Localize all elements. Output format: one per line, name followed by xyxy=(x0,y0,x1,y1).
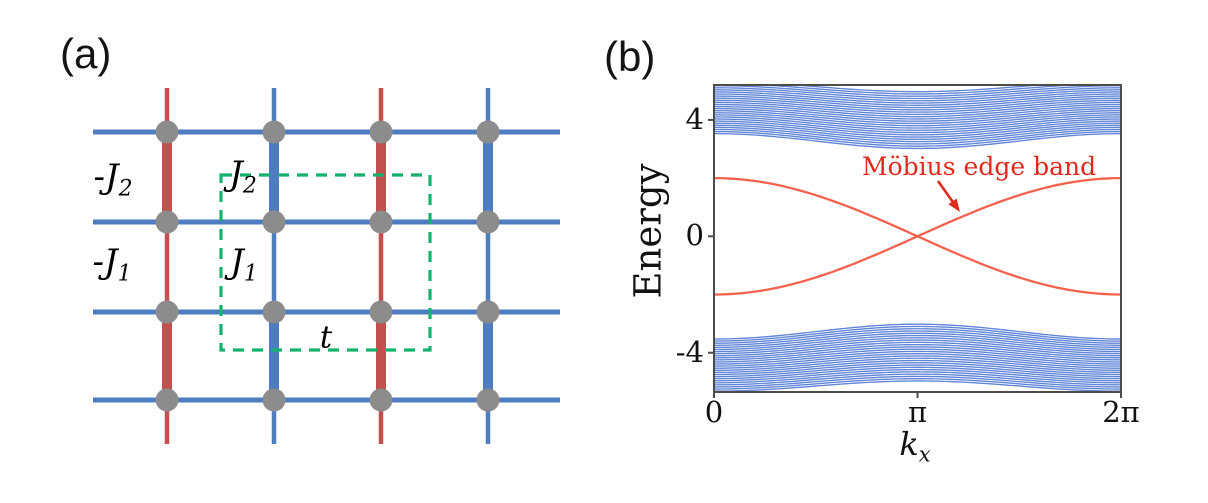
bulk-band-line xyxy=(714,85,1121,97)
coupling-label-J2: J2 xyxy=(229,154,257,199)
bulk-band-line xyxy=(714,89,1121,102)
y-tick-label-0: 0 xyxy=(685,218,704,253)
lattice-site-node xyxy=(155,300,179,324)
plot-frame xyxy=(713,84,1122,393)
lattice-site-node xyxy=(476,120,500,144)
bulk-band-line xyxy=(714,371,1121,384)
lattice-site-node xyxy=(262,210,286,234)
bulk-band-line xyxy=(714,353,1121,367)
bulk-band-line xyxy=(714,334,1121,351)
bulk-band-line xyxy=(714,114,1121,129)
lattice-site-node xyxy=(369,210,393,234)
bulk-band-line xyxy=(714,112,1121,127)
kx-axis-label: kx xyxy=(899,425,930,466)
bulk-band-line xyxy=(714,120,1121,136)
lattice-site-node xyxy=(262,300,286,324)
bulk-band-line xyxy=(714,328,1121,344)
annotation-arrow-head xyxy=(948,198,960,212)
bulk-band-line xyxy=(714,132,1121,150)
mobius-edge-band-ascending xyxy=(714,176,1121,296)
bulk-band-line xyxy=(714,346,1121,361)
bulk-band-line xyxy=(714,103,1121,118)
lattice-site-node xyxy=(369,300,393,324)
lattice-site-node xyxy=(262,388,286,412)
coupling-label-mJ1: -J1 xyxy=(92,242,132,287)
y-tick-label-4: 4 xyxy=(685,101,704,136)
bulk-band-line xyxy=(785,85,1050,93)
bulk-band-line xyxy=(714,355,1121,369)
panel-b-label: (b) xyxy=(604,33,656,80)
bulk-band-line xyxy=(714,330,1121,346)
bulk-band-line xyxy=(714,325,1121,342)
lattice-site-node xyxy=(476,210,500,234)
bulk-band-line xyxy=(714,368,1121,382)
bulk-band-line xyxy=(714,87,1121,100)
lattice-site-node xyxy=(369,388,393,412)
lattice-site-node xyxy=(369,120,393,144)
coupling-label-mJ2: -J2 xyxy=(93,157,133,202)
bulk-band-line xyxy=(714,107,1121,122)
bulk-band-line xyxy=(714,357,1121,371)
bulk-band-line xyxy=(714,99,1121,113)
coupling-label-J1: J1 xyxy=(230,242,258,287)
bulk-band-line xyxy=(714,126,1121,143)
bulk-band-line xyxy=(714,93,1121,106)
panel-a-label: (a) xyxy=(60,30,112,77)
coupling-label-t: t xyxy=(319,319,333,356)
bulk-band-line xyxy=(714,373,1121,386)
bulk-band-line xyxy=(714,377,1121,390)
bulk-band-line xyxy=(714,359,1121,374)
bulk-band-line xyxy=(714,337,1121,353)
lattice-site-node xyxy=(155,388,179,412)
lattice-site-node xyxy=(155,210,179,234)
x-tick-label-π: π xyxy=(907,395,928,429)
lattice-site-node xyxy=(476,300,500,324)
bulk-band-line xyxy=(714,341,1121,357)
kx-subscript: x xyxy=(918,442,931,467)
bulk-band-line xyxy=(714,105,1121,120)
band-structure-plot xyxy=(708,84,1122,398)
unit-cell-outline xyxy=(219,173,432,352)
bulk-band-line xyxy=(714,364,1121,378)
bulk-band-line xyxy=(714,375,1121,388)
annotation-arrow-line xyxy=(936,180,955,204)
bulk-band-line xyxy=(748,85,1087,95)
bulk-band-line xyxy=(714,124,1121,141)
bulk-band-line xyxy=(714,130,1121,147)
lattice-diagram xyxy=(93,88,560,444)
band-curves-group xyxy=(714,85,1121,392)
lattice-site-node xyxy=(476,388,500,412)
bulk-band-line xyxy=(714,110,1121,125)
x-tick-label-0: 0 xyxy=(704,395,724,429)
bulk-band-line xyxy=(714,332,1121,349)
bulk-band-line xyxy=(714,97,1121,111)
bulk-band-line xyxy=(714,95,1121,109)
lattice-site-node xyxy=(262,120,286,144)
mobius-edge-band-annotation: Möbius edge band xyxy=(862,152,1097,181)
bulk-band-line xyxy=(714,101,1121,116)
bulk-band-line xyxy=(714,122,1121,138)
bulk-band-line xyxy=(714,91,1121,104)
bulk-band-line xyxy=(714,350,1121,365)
bulk-band-line xyxy=(714,348,1121,363)
bulk-band-line xyxy=(714,323,1121,340)
y-tick-label--4: -4 xyxy=(675,334,704,369)
bulk-band-line xyxy=(714,116,1121,131)
bulk-band-line xyxy=(714,339,1121,355)
bulk-band-line xyxy=(714,343,1121,359)
bulk-band-line xyxy=(714,118,1121,134)
bulk-band-line xyxy=(714,380,1121,392)
bulk-band-line xyxy=(714,128,1121,145)
x-tick-label-2π: 2π xyxy=(1102,395,1140,429)
kx-base: k xyxy=(899,425,919,463)
lattice-site-node xyxy=(155,120,179,144)
bulk-band-line xyxy=(714,366,1121,380)
bulk-band-line xyxy=(714,362,1121,376)
